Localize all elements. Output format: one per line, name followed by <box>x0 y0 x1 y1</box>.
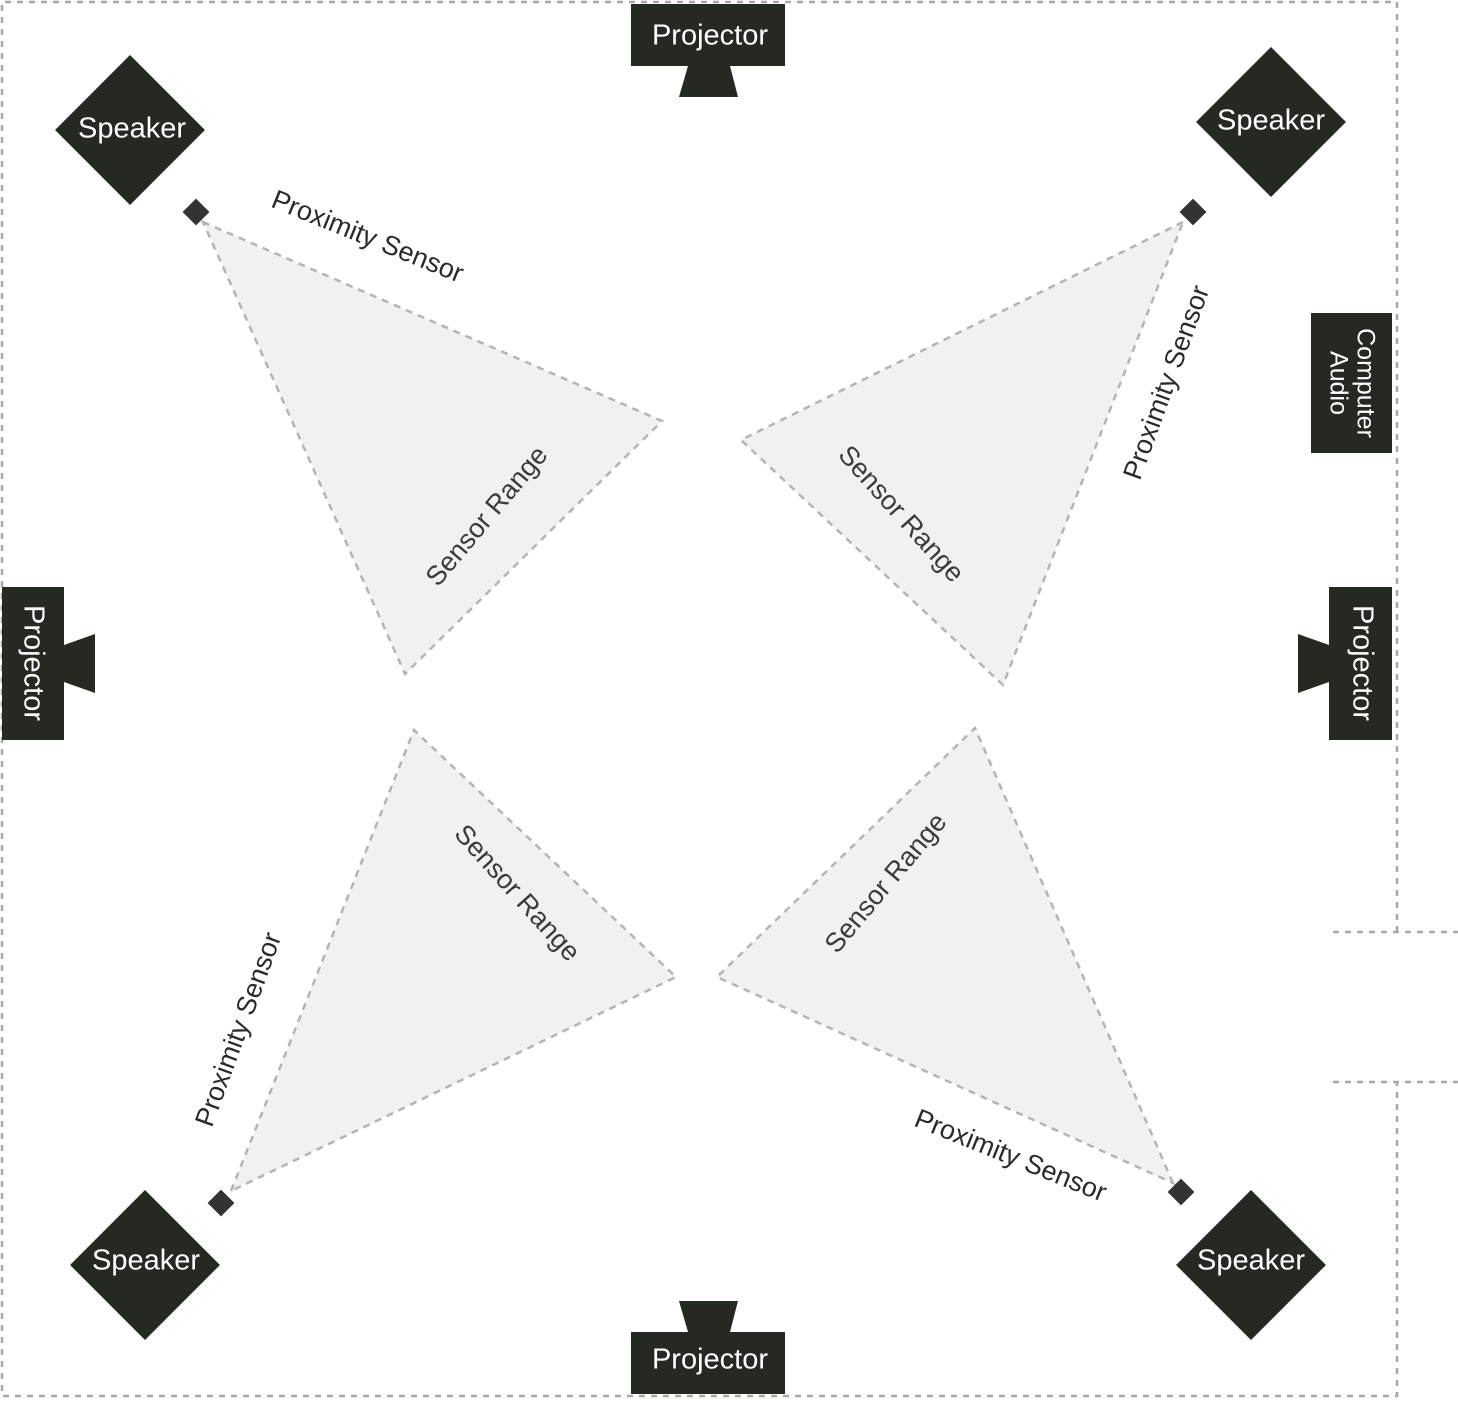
speaker-bottom-right: Speaker <box>1176 1190 1326 1340</box>
sensor-range-area-bottom-left <box>228 727 679 1194</box>
sensor-range-labels: Sensor Range Sensor Range Sensor Range S… <box>420 440 971 967</box>
computer-audio-label-line1: Computer <box>1351 328 1379 438</box>
computer-audio-label-line2: Audio <box>1324 351 1352 415</box>
projector-right-label: Projector <box>1346 605 1378 721</box>
projector-bottom-lens <box>679 1301 738 1332</box>
speaker-top-right: Speaker <box>1196 47 1346 197</box>
projector-top-lens <box>679 66 738 97</box>
computer-audio: Computer Audio <box>1311 313 1392 453</box>
projector-right-body <box>1329 587 1392 740</box>
projector-left-body <box>2 587 64 740</box>
proximity-sensor-top-right <box>1179 198 1207 226</box>
sensor-range-area-top-right <box>738 219 1186 688</box>
projector-bottom-body <box>631 1332 785 1394</box>
proximity-sensor-bottom-left <box>207 1189 235 1217</box>
projector-bottom: Projector <box>631 1301 785 1394</box>
speaker-top-left-label: Speaker <box>78 113 186 145</box>
proximity-sensor-top-left <box>182 198 210 226</box>
projector-bottom-label: Projector <box>652 1344 768 1376</box>
projector-left-label: Projector <box>17 605 49 721</box>
projector-top-label: Projector <box>652 20 768 52</box>
speaker-top-left: Speaker <box>55 55 205 205</box>
speaker-bottom-left-label: Speaker <box>92 1245 200 1277</box>
projector-right: Projector <box>1298 587 1392 740</box>
sensor-range-area-bottom-right <box>714 725 1176 1186</box>
speaker-bottom-left: Speaker <box>70 1190 220 1340</box>
sensor-range-area-top-left <box>200 219 665 677</box>
projector-left-lens <box>64 634 95 693</box>
projector-top: Projector <box>631 4 785 97</box>
projector-left: Projector <box>2 587 95 740</box>
projector-top-body <box>631 4 785 66</box>
sensor-ranges <box>200 219 1186 1194</box>
speaker-top-right-label: Speaker <box>1217 105 1325 137</box>
computer-audio-text: Computer Audio <box>1324 328 1379 438</box>
speaker-bottom-right-label: Speaker <box>1197 1245 1305 1277</box>
computer-audio-box <box>1311 313 1392 453</box>
projector-right-lens <box>1298 634 1329 693</box>
